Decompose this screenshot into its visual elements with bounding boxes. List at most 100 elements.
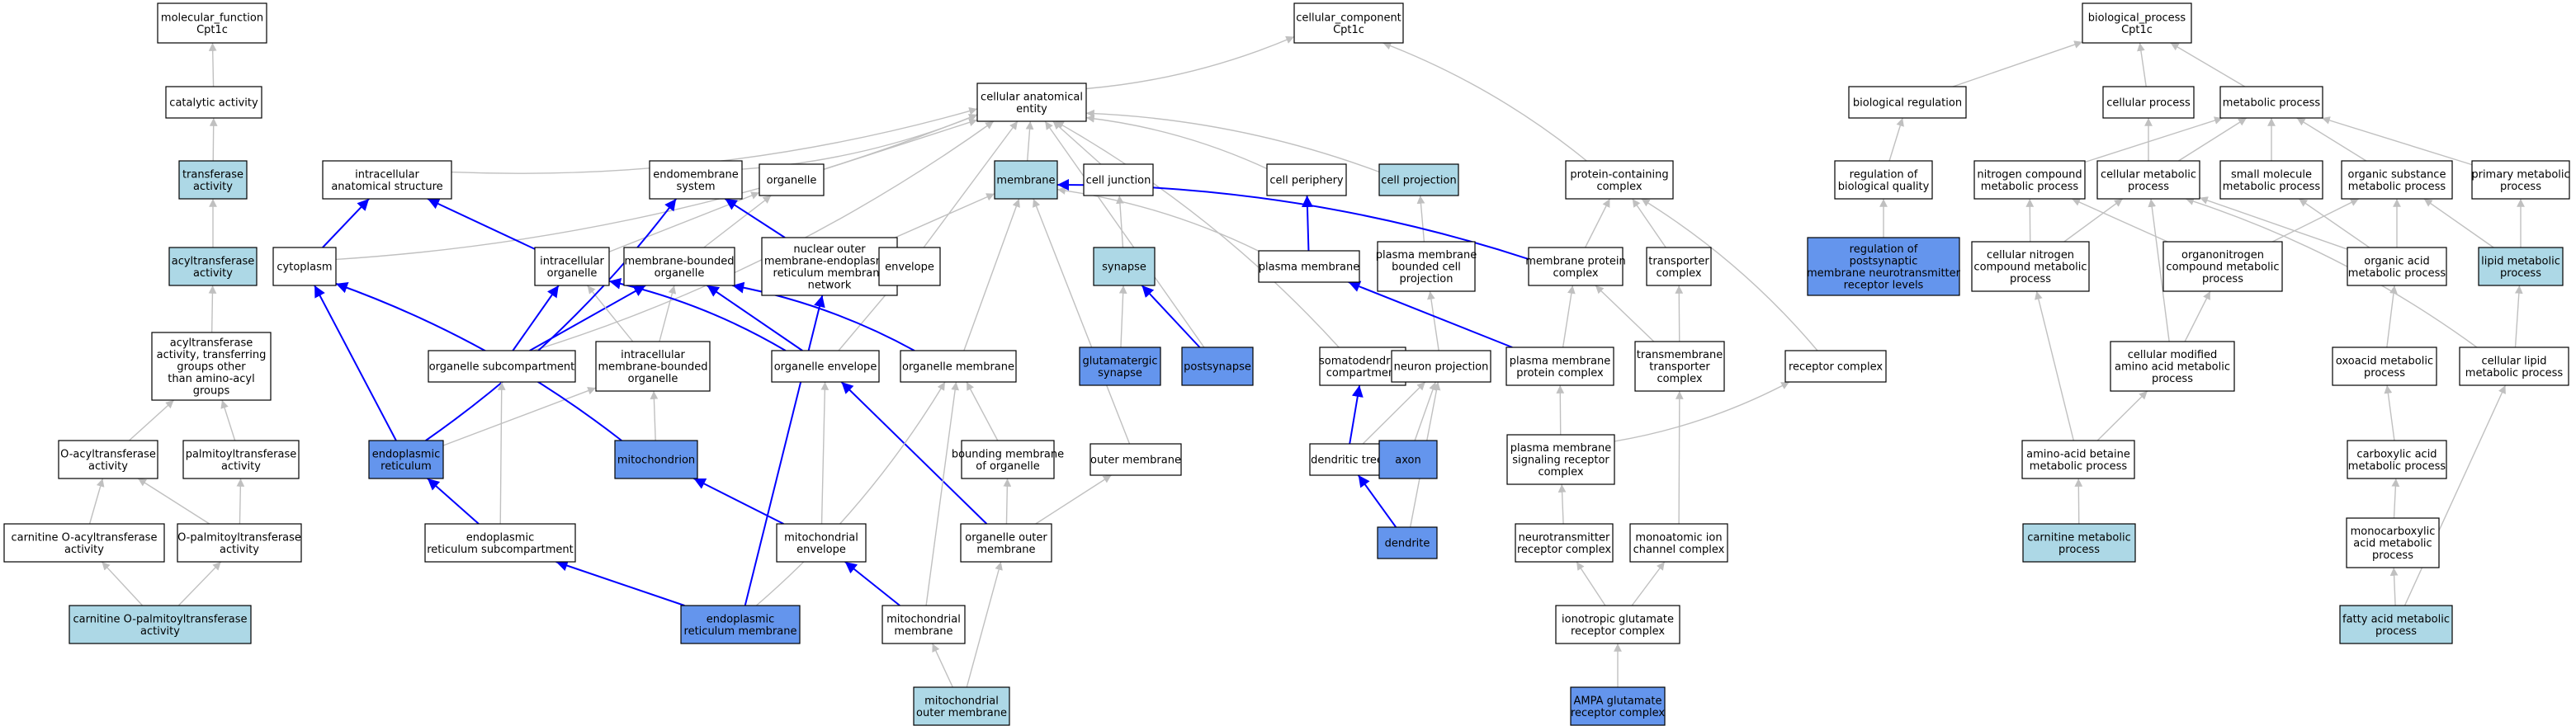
node-box-ias[interactable]	[322, 160, 452, 200]
node-box-membrane[interactable]	[994, 160, 1058, 200]
node-box-lipid_met[interactable]	[2478, 247, 2564, 286]
node-box-receptor_complex[interactable]	[1784, 350, 1887, 383]
node-box-cat_act[interactable]	[165, 86, 262, 119]
node-box-carnitine_o_acyl[interactable]	[3, 523, 165, 563]
node-box-intra_org[interactable]	[534, 247, 610, 286]
node-box-mitochondrion[interactable]	[614, 440, 698, 479]
node-box-mito_membrane[interactable]	[882, 605, 966, 644]
node-box-cell_projection[interactable]	[1378, 163, 1459, 196]
node-box-neuron_proj[interactable]	[1391, 350, 1491, 383]
node-box-monocarboxylic[interactable]	[2346, 517, 2440, 568]
node-box-dendrite[interactable]	[1377, 526, 1438, 559]
node-synapse[interactable]: synapse	[1093, 247, 1156, 286]
node-box-cell_lipid[interactable]	[2459, 346, 2569, 386]
node-cell_projection[interactable]: cell projection	[1378, 163, 1459, 196]
node-neuron_proj[interactable]: neuron projection	[1391, 350, 1491, 383]
node-box-cpt[interactable]	[69, 605, 252, 644]
node-box-aa_betaine[interactable]	[2021, 440, 2135, 479]
node-box-mito_outer[interactable]	[913, 686, 1010, 726]
node-box-imbo[interactable]	[595, 341, 711, 392]
node-dendrite[interactable]: dendrite	[1377, 526, 1438, 559]
node-box-org_outer_membrane[interactable]	[960, 523, 1052, 563]
node-box-ampa[interactable]	[1570, 686, 1666, 726]
node-dendritic_tree[interactable]: dendritic tree	[1309, 443, 1385, 476]
node-box-cc_root[interactable]	[1293, 2, 1404, 44]
node-box-axon[interactable]	[1378, 440, 1438, 479]
node-org_membrane[interactable]: organelle membrane	[900, 350, 1017, 383]
node-box-pm_signaling[interactable]	[1506, 434, 1615, 485]
node-box-cae[interactable]	[976, 82, 1087, 122]
node-mitochondrion[interactable]: mitochondrion	[614, 440, 698, 479]
node-box-er_subcomp[interactable]	[424, 523, 576, 563]
node-box-acyl_other[interactable]	[151, 332, 272, 401]
node-receptor_complex[interactable]: receptor complex	[1784, 350, 1887, 383]
node-box-org_sub[interactable]	[2341, 160, 2453, 200]
node-box-iono_glut[interactable]	[1555, 605, 1680, 644]
node-box-reg_psn[interactable]	[1807, 237, 1960, 296]
node-org_subcomp[interactable]: organelle subcompartment	[428, 350, 576, 383]
node-box-plasma_membrane[interactable]	[1258, 250, 1360, 283]
node-box-bp_root[interactable]	[2082, 2, 2192, 44]
node-box-er[interactable]	[368, 440, 444, 479]
node-box-reg_quality[interactable]	[1834, 160, 1933, 200]
node-box-org_subcomp[interactable]	[428, 350, 576, 383]
node-axon[interactable]: axon	[1378, 440, 1438, 479]
node-cytoplasm[interactable]: cytoplasm	[272, 247, 337, 286]
node-box-pm_bounded[interactable]	[1377, 241, 1476, 292]
node-postsynapse[interactable]: postsynapse	[1181, 346, 1254, 386]
node-membrane[interactable]: membrane	[994, 160, 1058, 200]
node-box-cell_nitrogen[interactable]	[1971, 241, 2090, 292]
node-nuc_er[interactable]: nuclear outermembrane-endoplasmicreticul…	[761, 237, 898, 296]
node-organelle[interactable]: organelle	[759, 163, 825, 196]
node-box-palmitoyl[interactable]	[182, 440, 300, 479]
node-box-cell_met[interactable]	[2096, 160, 2200, 200]
node-box-cytoplasm[interactable]	[272, 247, 337, 286]
node-box-acyltransferase[interactable]	[168, 247, 258, 286]
node-box-postsynapse[interactable]	[1181, 346, 1254, 386]
node-box-dendritic_tree[interactable]	[1309, 443, 1385, 476]
node-box-small_mol[interactable]	[2219, 160, 2323, 200]
node-box-fatty_acid[interactable]	[2339, 605, 2453, 644]
node-box-transferase[interactable]	[178, 160, 248, 200]
node-box-organonitrogen[interactable]	[2162, 241, 2283, 292]
node-box-er_membrane[interactable]	[680, 605, 801, 644]
node-box-org_env[interactable]	[771, 350, 880, 383]
node-box-nuc_er[interactable]	[761, 237, 898, 296]
